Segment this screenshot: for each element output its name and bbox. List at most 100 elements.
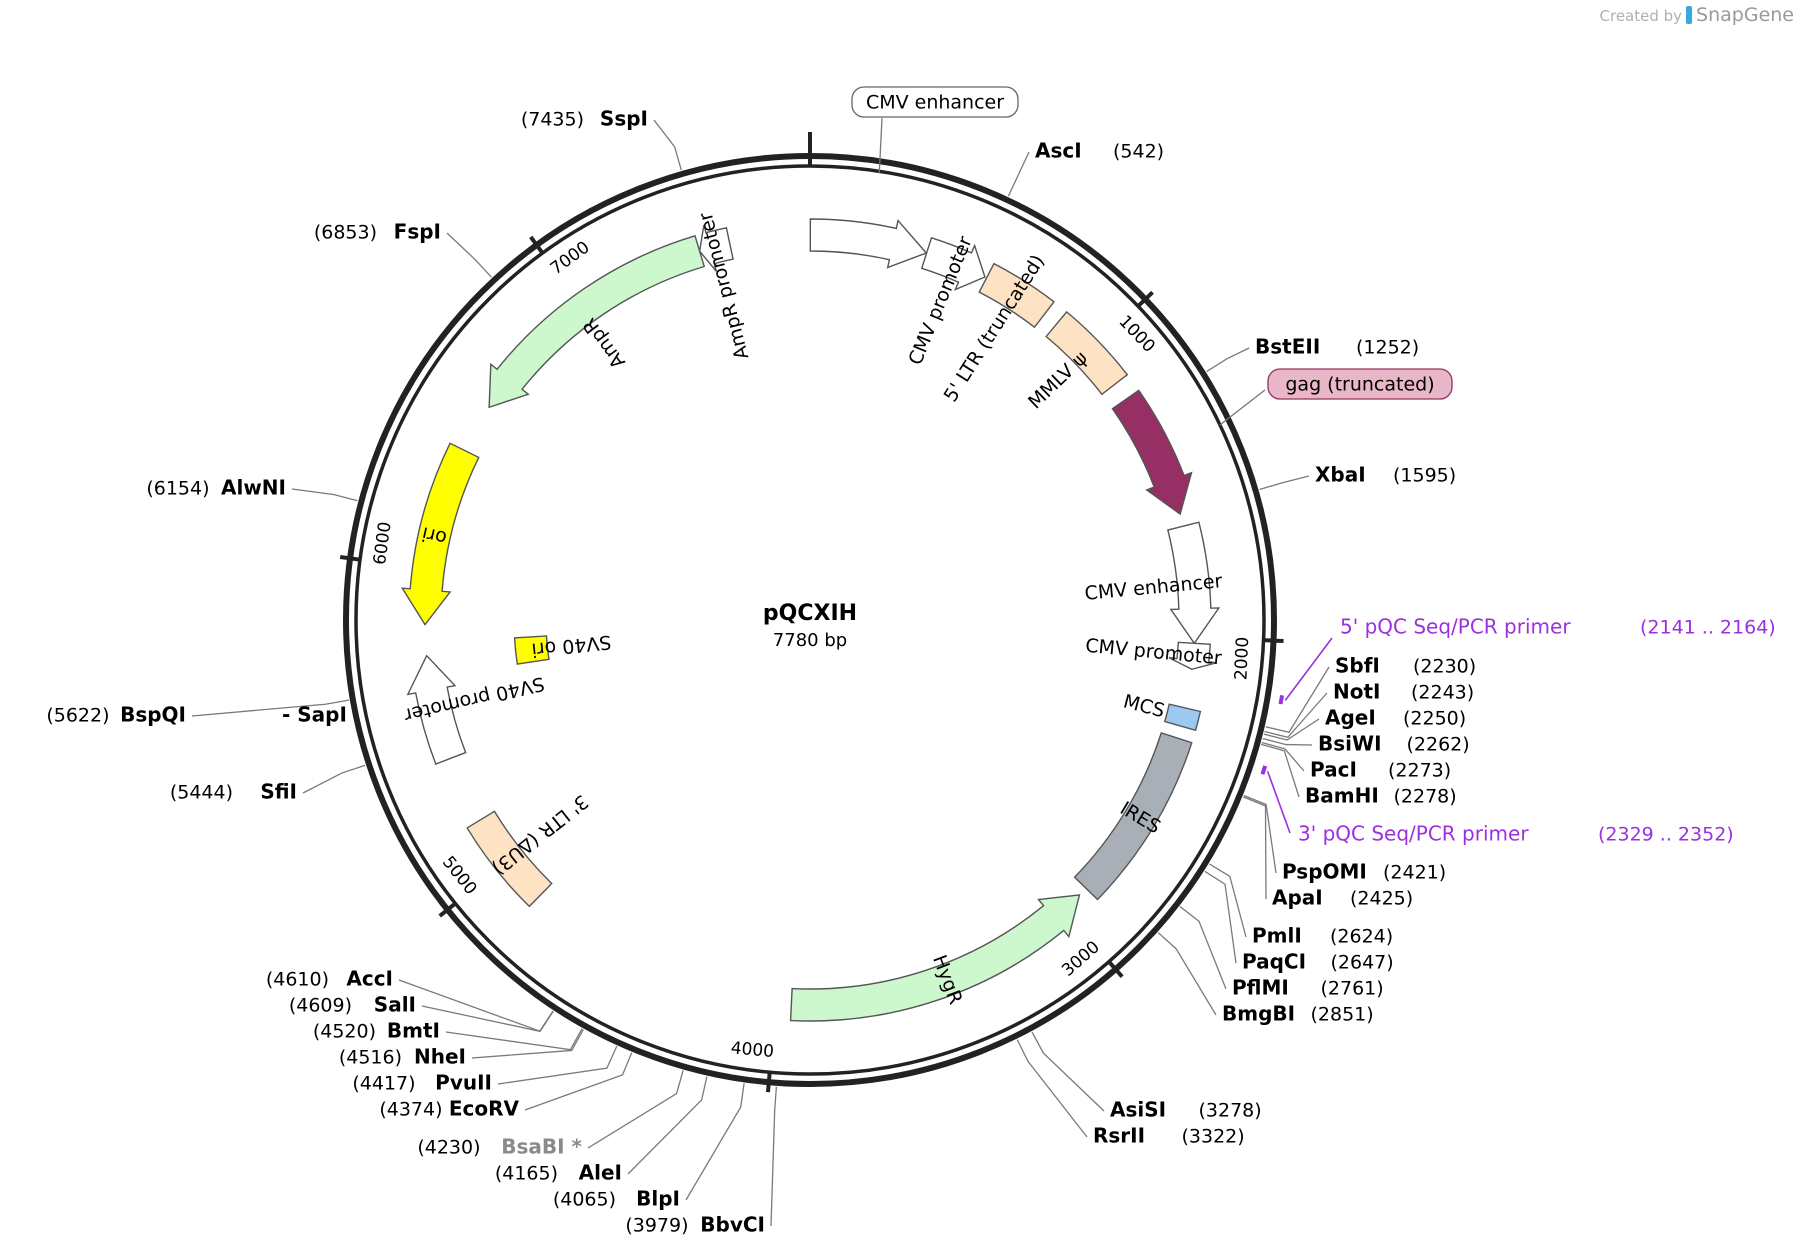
ruler-tick-4000	[765, 1072, 772, 1093]
feature-sv40-ori[interactable]: SV40 ori	[513, 631, 613, 665]
site-sfii[interactable]: SfiI(5444)	[170, 780, 297, 804]
site-fspi[interactable]: FspI(6853)	[314, 220, 441, 244]
site-nhei[interactable]: NheI(4516)	[339, 1045, 466, 1069]
feature-cmv-enhancer[interactable]: CMV enhancer	[1084, 521, 1224, 645]
primer-mark-3-pqc-seq-pcr-primer	[1260, 765, 1268, 775]
site-pos-sali: (4609)	[289, 995, 352, 1017]
site-acci[interactable]: AccI(4610)	[266, 967, 393, 991]
site-leader-blpi	[685, 1083, 745, 1201]
feature-label-cmv-enhancer: CMV enhancer	[866, 92, 1004, 114]
feature-cmv-promoter[interactable]: CMV promoter	[1084, 635, 1223, 671]
site-bamhi[interactable]: BamHI(2278)	[1305, 784, 1457, 808]
site-pos-bbvci: (3979)	[625, 1215, 688, 1237]
site-bmgbi[interactable]: BmgBI(2851)	[1222, 1002, 1374, 1026]
feature-label-box-gag-truncated	[1267, 368, 1453, 400]
site-leader-pflmi	[1179, 906, 1227, 990]
site-blpi[interactable]: BlpI(4065)	[553, 1187, 680, 1211]
feature-shape-sv40-ori	[513, 635, 550, 665]
site-sali[interactable]: SalI(4609)	[289, 993, 416, 1017]
site-leader-bsiwi	[1262, 737, 1313, 746]
site-pmli[interactable]: PmlI(2624)	[1252, 924, 1393, 948]
site-pos-apai: (2425)	[1350, 888, 1413, 910]
ruler-label-4000: 4000	[730, 1038, 775, 1062]
feature-3-ltr-u3[interactable]: 3' LTR (ΔU3)	[466, 790, 592, 908]
feature-label-box-cmv-enhancer	[851, 86, 1019, 118]
feature-ori[interactable]: ori	[400, 442, 480, 626]
feature-label-ori: ori	[420, 522, 449, 549]
site-bbvci[interactable]: BbvCI(3979)	[625, 1213, 765, 1237]
site-agei[interactable]: AgeI(2250)	[1325, 706, 1466, 730]
feature-gag-truncated[interactable]: gag (truncated)	[1111, 368, 1453, 516]
feature-label-mcs: MCS	[1121, 690, 1167, 722]
site-sbfi[interactable]: SbfI(2230)	[1335, 654, 1476, 678]
feature-label-sv40-ori: SV40 ori	[530, 631, 612, 661]
primer-5-pqc-seq-pcr-primer[interactable]: 5' pQC Seq/PCR primer(2141 .. 2164)	[1278, 615, 1776, 705]
site-leader-lines	[191, 119, 1330, 1227]
site-sspi[interactable]: SspI(7435)	[521, 107, 648, 131]
site-leader-sspi	[653, 119, 682, 171]
feature-shape-hygr	[789, 894, 1081, 1022]
site-alei[interactable]: AleI(4165)	[495, 1161, 622, 1185]
site-xbai[interactable]: XbaI(1595)	[1315, 463, 1456, 487]
site-leader-sali	[421, 1005, 554, 1033]
site-ecorv[interactable]: EcoRV(4374)	[379, 1097, 519, 1121]
site-pos-bsteii: (1252)	[1356, 337, 1419, 359]
site-name-asci: AscI	[1035, 139, 1082, 163]
credit-brand: SnapGene	[1696, 4, 1794, 26]
plasmid-center-label: pQCXIH 7780 bp	[763, 601, 857, 651]
site-name-bsabi: BsaBI *	[501, 1135, 582, 1159]
primer-range-5-pqc-seq-pcr-primer: (2141 .. 2164)	[1640, 617, 1776, 639]
site-bsteii[interactable]: BstEII(1252)	[1255, 335, 1419, 359]
site-bsiwi[interactable]: BsiWI(2262)	[1318, 732, 1470, 756]
ruler-tick-5000	[438, 901, 457, 918]
site-pspomi[interactable]: PspOMI(2421)	[1282, 860, 1446, 884]
site-pos-blpi: (4065)	[553, 1189, 616, 1211]
feature-mmlv[interactable]: MMLV ψ	[1024, 310, 1129, 413]
site-pos-bamhi: (2278)	[1394, 786, 1457, 808]
site-pflmi[interactable]: PflMI(2761)	[1232, 976, 1384, 1000]
site-bsabi[interactable]: BsaBI * (4230)	[417, 1135, 582, 1159]
site-asci[interactable]: AscI (542)	[1035, 139, 1164, 163]
feature-shape-cmv-promoter	[920, 236, 986, 291]
site-pos-asci: (542)	[1113, 141, 1164, 163]
feature-label-ampr: AmpR	[578, 314, 629, 373]
site-paci[interactable]: PacI(2273)	[1310, 758, 1451, 782]
site-alwni[interactable]: AlwNI(6154)	[146, 476, 286, 500]
ruler-label-6000: 6000	[370, 521, 396, 567]
site-apai[interactable]: ApaI(2425)	[1272, 886, 1413, 910]
site-pos-bsabi: (4230)	[417, 1137, 480, 1159]
site-paqci[interactable]: PaqCI(2647)	[1242, 950, 1394, 974]
feature-hygr[interactable]: HygR	[789, 894, 1081, 1022]
feature-sv40-promoter[interactable]: SV40 promoter	[402, 654, 547, 765]
site-name-ecorv: EcoRV	[449, 1097, 520, 1121]
feature-shape-5-ltr-truncated	[978, 262, 1055, 329]
site-alias-sapi: - SapI	[282, 703, 347, 727]
site-name-noti: NotI	[1333, 680, 1380, 704]
site-rsrii[interactable]: RsrII(3322)	[1093, 1124, 1245, 1148]
site-leader-bspqi	[191, 699, 350, 717]
site-pvuii[interactable]: PvuII(4417)	[352, 1071, 492, 1095]
feature-ampr-promoter[interactable]: AmpR promoter	[695, 210, 754, 362]
site-noti[interactable]: NotI(2243)	[1333, 680, 1474, 704]
primer-3-pqc-seq-pcr-primer[interactable]: 3' pQC Seq/PCR primer(2329 .. 2352)	[1260, 765, 1734, 846]
ruler-label-2000: 2000	[1231, 636, 1253, 680]
credit-prefix: Created by	[1599, 7, 1683, 25]
site-leader-pspomi	[1243, 794, 1277, 874]
site-pos-rsrii: (3322)	[1182, 1126, 1245, 1148]
site-name-pspomi: PspOMI	[1282, 860, 1367, 884]
snapgene-credit: Created by SnapGene	[1600, 4, 1794, 26]
feature-cmv-enhancer[interactable]: CMV enhancer	[809, 86, 1019, 269]
feature-label-mmlv: MMLV ψ	[1024, 347, 1092, 413]
feature-ampr[interactable]: AmpR	[488, 234, 706, 409]
site-bmti[interactable]: BmtI(4520)	[313, 1019, 440, 1043]
site-name-sspi: SspI	[600, 107, 648, 131]
site-name-agei: AgeI	[1325, 706, 1376, 730]
feature-leader-gag-truncated	[1219, 389, 1266, 426]
site-name-sbfi: SbfI	[1335, 654, 1380, 678]
feature-mcs[interactable]: MCS	[1121, 690, 1202, 732]
ruler-tick-7000	[529, 235, 545, 255]
site-asisi[interactable]: AsiSI(3278)	[1110, 1098, 1262, 1122]
feature-ires[interactable]: IRES	[1073, 732, 1193, 901]
